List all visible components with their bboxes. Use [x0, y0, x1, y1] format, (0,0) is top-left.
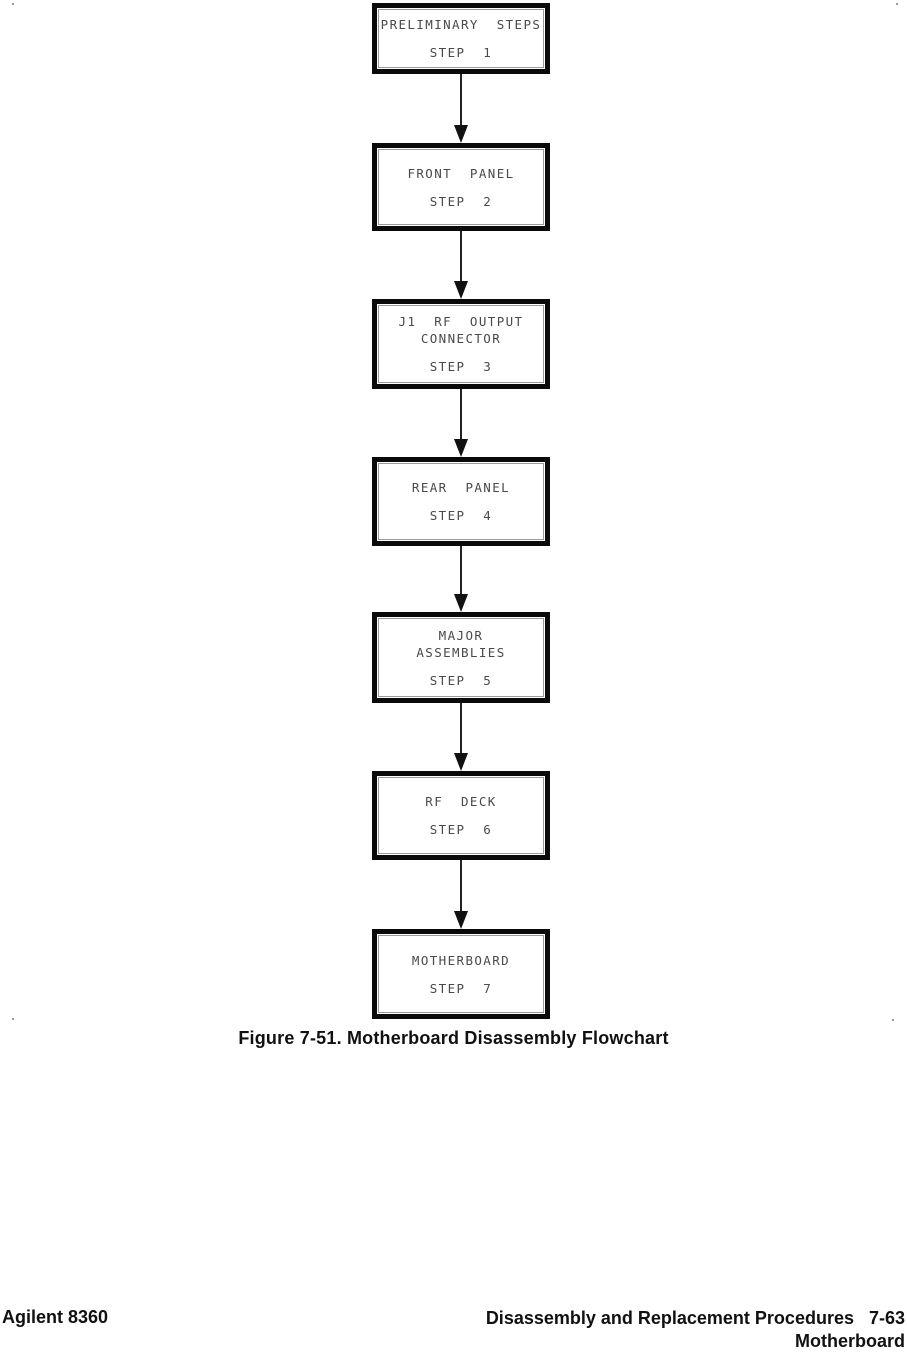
- flow-box-title: PRELIMINARY STEPS: [380, 17, 542, 32]
- flow-box-title: ASSEMBLIES: [416, 644, 506, 660]
- flow-box-title: MAJOR: [438, 627, 484, 643]
- registration-dot: [896, 3, 898, 5]
- connector-line: [460, 389, 462, 440]
- connector-line: [460, 74, 462, 126]
- footer-section-line: Disassembly and Replacement Procedures 7…: [486, 1307, 905, 1330]
- flow-box-title: J1 RF OUTPUT: [398, 314, 524, 329]
- flow-box-title: CONNECTOR: [420, 331, 502, 346]
- arrow-down-icon: [454, 281, 468, 299]
- footer-subsection-title: Motherboard: [795, 1331, 905, 1351]
- flow-box-title: RF DECK: [425, 794, 497, 809]
- registration-dot: [892, 1019, 894, 1021]
- arrow-down-icon: [454, 911, 468, 929]
- flow-box-step-4: REAR PANEL STEP 4: [372, 457, 550, 546]
- flow-box-step-7: MOTHERBOARD STEP 7: [372, 929, 550, 1019]
- flow-box-title: MOTHERBOARD: [411, 952, 511, 968]
- footer-section-block: Disassembly and Replacement Procedures 7…: [486, 1307, 905, 1353]
- figure-caption: Figure 7-51. Motherboard Disassembly Flo…: [238, 1028, 669, 1048]
- connector-line: [460, 546, 462, 595]
- connector-line: [460, 703, 462, 754]
- arrow-down-icon: [454, 439, 468, 457]
- flow-box-step-2: FRONT PANEL STEP 2: [372, 143, 550, 231]
- arrow-down-icon: [454, 125, 468, 143]
- flow-box-step-label: STEP 3: [429, 359, 493, 374]
- flow-box-step-1: PRELIMINARY STEPS STEP 1: [372, 3, 550, 74]
- connector-line: [460, 860, 462, 912]
- arrow-down-icon: [454, 594, 468, 612]
- flow-box-step-5: MAJOR ASSEMBLIES STEP 5: [372, 612, 550, 703]
- flow-box-step-label: STEP 4: [429, 508, 493, 523]
- footer-section-title: Disassembly and Replacement Procedures: [485, 1308, 854, 1328]
- flow-box-title: FRONT PANEL: [407, 165, 515, 181]
- connector-line: [460, 231, 462, 282]
- flow-box-title: REAR PANEL: [411, 480, 511, 495]
- arrow-down-icon: [454, 753, 468, 771]
- flow-box-step-6: RF DECK STEP 6: [372, 771, 550, 860]
- flow-box-step-label: STEP 6: [429, 822, 493, 837]
- flow-box-step-3: J1 RF OUTPUT CONNECTOR STEP 3: [372, 299, 550, 389]
- flow-box-step-label: STEP 5: [429, 672, 493, 688]
- footer-page-number: 7-63: [868, 1308, 905, 1328]
- registration-dot: [12, 1018, 14, 1020]
- flow-box-step-label: STEP 1: [429, 45, 493, 60]
- registration-dot: [12, 3, 14, 5]
- flow-box-step-label: STEP 7: [429, 980, 493, 996]
- flow-box-step-label: STEP 2: [429, 193, 493, 209]
- footer-model-label: Agilent 8360: [2, 1307, 109, 1327]
